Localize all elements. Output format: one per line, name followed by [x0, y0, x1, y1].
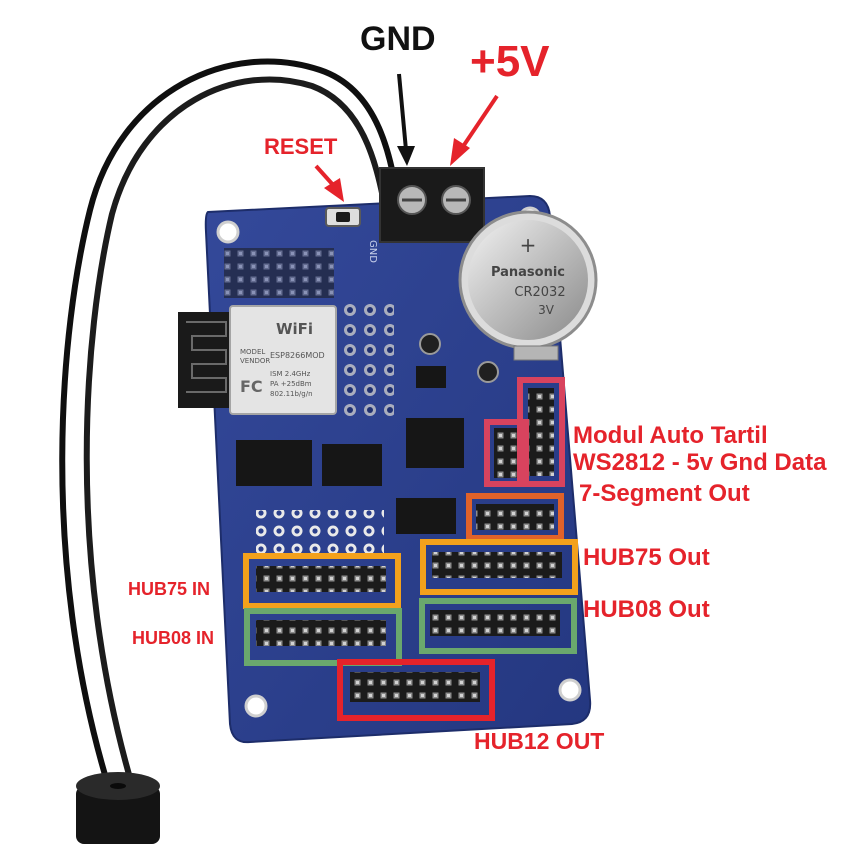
wifi-logo: WiFi: [276, 320, 313, 338]
hub75-in-box: [243, 553, 401, 609]
module-standard: 802.11b/g/n: [270, 390, 313, 398]
hub75-out-header: [432, 552, 562, 578]
plus5v-arrow-head: [450, 138, 470, 166]
smd-pad-area: [340, 300, 394, 424]
seven-segment-header: [476, 504, 554, 530]
battery-model: CR2032: [514, 285, 565, 300]
highlight-boxes: [243, 377, 578, 721]
mounting-holes: [216, 206, 582, 718]
ws2812-header: [494, 428, 520, 478]
hub08-out-label: HUB08 Out: [583, 596, 710, 623]
plus5v-label: +5V: [470, 37, 550, 86]
buzzer: [76, 772, 160, 844]
reset-arrow-head: [324, 178, 344, 202]
wifi-module: WiFi MODEL VENDOR ESP8266MOD FC ISM 2.4G…: [178, 305, 337, 415]
auto-tartil-box: [517, 377, 565, 487]
hub12-out-header: [350, 672, 480, 702]
hub12-out-box: [337, 659, 495, 721]
fcc-logo: FC: [240, 377, 263, 396]
module-model-label: MODEL: [240, 348, 265, 356]
hub08-in-box: [244, 608, 402, 666]
hub08-in-header: [256, 620, 386, 646]
via-grid: [256, 510, 384, 558]
ws2812-box: [484, 419, 529, 487]
module-pa: PA +25dBm: [270, 380, 312, 388]
power-terminal: [379, 167, 485, 243]
reset-button: [325, 207, 361, 227]
pcb-silk-gnd: GND: [367, 240, 378, 263]
reset-label: RESET: [264, 134, 338, 159]
ic-chips: [236, 333, 499, 534]
annotation-arrows: [314, 73, 499, 202]
headers: [256, 388, 562, 702]
hub12-out-label: HUB12 OUT: [474, 728, 605, 754]
seven-segment-box: [466, 493, 564, 541]
gnd-arrow-head: [397, 146, 415, 166]
coin-cell-battery: + Panasonic CR2032 3V: [458, 210, 598, 361]
hub75-in-label: HUB75 IN: [128, 579, 211, 599]
gnd-label: GND: [360, 20, 436, 58]
seven-segment-out-label: 7-Segment Out: [579, 480, 750, 507]
hub08-out-header: [430, 610, 560, 636]
battery-polarity: +: [520, 233, 537, 257]
buzzer-cable: [59, 58, 413, 788]
hub75-out-box: [420, 539, 578, 595]
auto-tartil-header: [528, 388, 554, 476]
modul-auto-tartil-label: Modul Auto Tartil: [573, 422, 768, 449]
module-model-value: ESP8266MOD: [270, 351, 325, 360]
battery-brand: Panasonic: [491, 265, 565, 280]
battery-voltage: 3V: [538, 303, 555, 317]
hub75-in-header: [256, 566, 386, 592]
hub08-in-label: HUB08 IN: [132, 628, 215, 648]
module-vendor-label: VENDOR: [240, 357, 270, 365]
ws2812-label: WS2812 - 5v Gnd Data: [573, 449, 827, 476]
top-header-pads: [224, 248, 334, 298]
module-ism: ISM 2.4GHz: [270, 370, 311, 378]
hub75-out-label: HUB75 Out: [583, 544, 710, 571]
hub08-out-box: [419, 598, 577, 654]
